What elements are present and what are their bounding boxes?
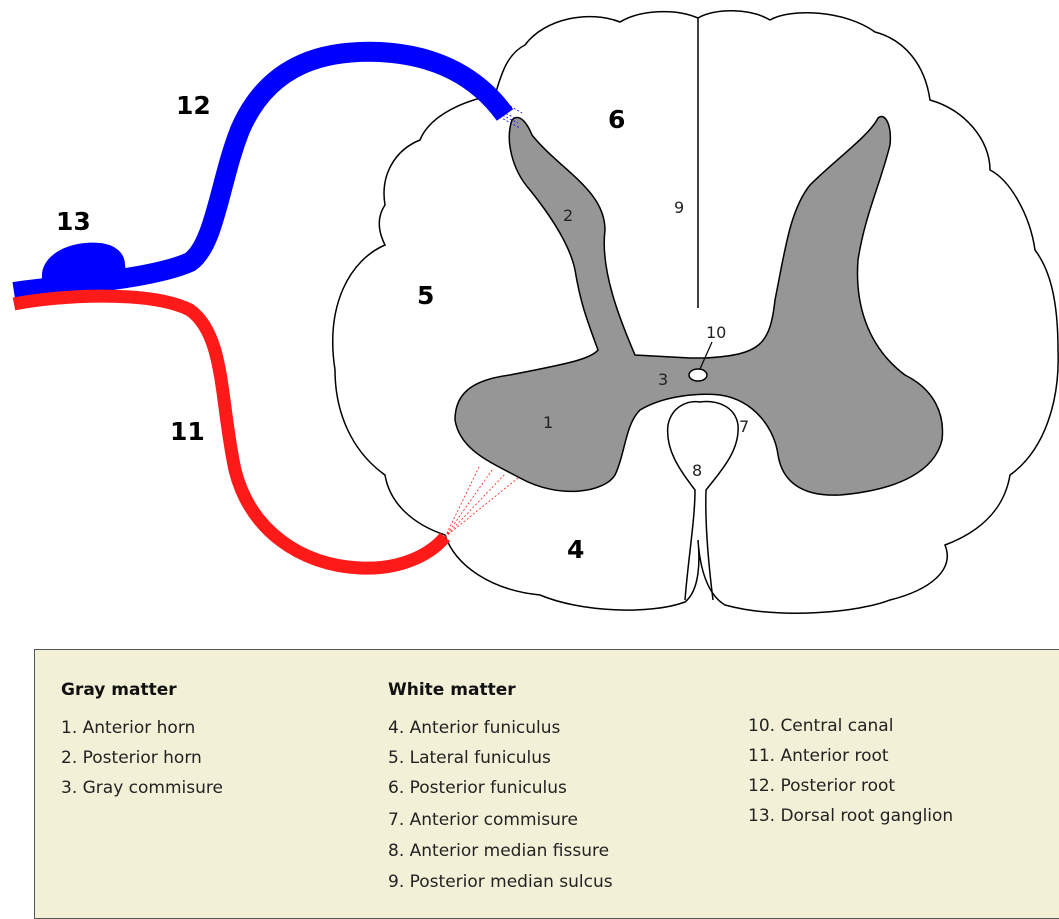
spinal-cord-diagram: 12 13 11 6 5 4 2 9 10 3 1 7 8: [0, 0, 1059, 640]
legend-item: 10. Central canal: [748, 716, 893, 736]
label-2: 2: [563, 206, 573, 225]
legend-item: 13. Dorsal root ganglion: [748, 806, 953, 826]
legend-item: 6. Posterior funiculus: [388, 778, 567, 798]
legend-item: 2. Posterior horn: [61, 748, 202, 768]
label-12: 12: [176, 91, 211, 120]
label-10: 10: [706, 323, 726, 342]
legend-item: 5. Lateral funiculus: [388, 748, 551, 768]
legend-heading-white-matter: White matter: [388, 680, 516, 700]
central-canal: [689, 369, 707, 381]
label-13: 13: [56, 207, 91, 236]
label-6: 6: [608, 105, 625, 134]
label-5: 5: [417, 281, 434, 310]
label-4: 4: [567, 535, 584, 564]
legend-box: Gray matter 1. Anterior horn 2. Posterio…: [34, 649, 1059, 919]
label-1: 1: [543, 413, 553, 432]
legend-item: 8. Anterior median fissure: [388, 841, 609, 861]
legend-item: 4. Anterior funiculus: [388, 718, 560, 738]
legend-item: 11. Anterior root: [748, 746, 889, 766]
label-9: 9: [674, 198, 684, 217]
label-8: 8: [692, 461, 702, 480]
label-7: 7: [739, 417, 749, 436]
legend-heading-gray-matter: Gray matter: [61, 680, 177, 700]
legend-item: 12. Posterior root: [748, 776, 895, 796]
legend-item: 9. Posterior median sulcus: [388, 872, 613, 892]
label-3: 3: [658, 370, 668, 389]
legend-item: 7. Anterior commisure: [388, 810, 578, 830]
label-11: 11: [170, 417, 205, 446]
legend-item: 3. Gray commisure: [61, 778, 223, 798]
white-matter-outline: [333, 11, 1058, 613]
dorsal-root-ganglion: [42, 243, 126, 288]
legend-item: 1. Anterior horn: [61, 718, 195, 738]
